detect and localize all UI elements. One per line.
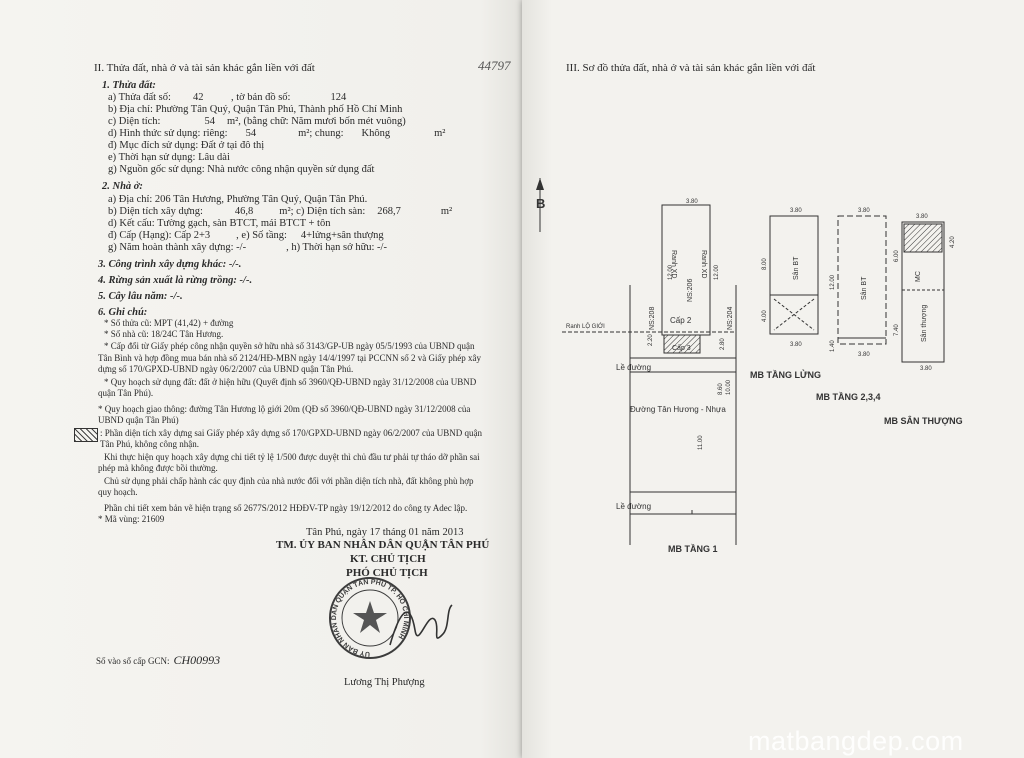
le-duong-top: Lề đường: [616, 363, 651, 372]
le-duong-bottom: Lề đường: [616, 502, 651, 511]
dim-width: 3.80: [686, 199, 698, 205]
note-line: UBND quận Tân Phú): [98, 415, 179, 425]
mb-tang-lung-title: MB TẦNG LỬNG: [750, 369, 821, 380]
house-dd: đ) Cấp (Hạng): Cấp 2+3, e) Số tầng:4+lửn…: [108, 230, 384, 241]
ranh-xd-left: Ranh XD: [670, 250, 677, 278]
mc-label: MC: [915, 271, 922, 282]
ranh-xd-right: Ranh XD: [700, 250, 707, 278]
floor-plan-diagram: B 3.80 Ranh XD Ranh XD 12.00 12.00 NS:20…: [536, 178, 963, 554]
mezz-dim-8: 8.00: [762, 258, 768, 270]
ns204-label: NS:204: [727, 307, 734, 330]
roof-dim-w: 3.80: [916, 214, 928, 220]
roof-dim-6: 6.00: [894, 250, 900, 262]
san-bt-f234: Sân BT: [861, 276, 868, 300]
signature-scribble: [389, 604, 453, 646]
san-thuong-label: Sân thượng: [921, 305, 928, 342]
f234-dim-w2: 3.80: [858, 352, 870, 358]
land-b: b) Địa chỉ: Phường Tân Quý, Quận Tân Phú…: [108, 104, 403, 115]
dim-220: 2.20: [648, 334, 654, 346]
note-line: * Quy hoạch giao thông: đường Tân Hương …: [98, 404, 471, 414]
note-line: quy hoạch.: [98, 487, 138, 497]
land-g: g) Nguồn gốc sử dụng: Nhà nước công nhận…: [108, 164, 375, 175]
note-line: * Số thửa cũ: MPT (41,42) + đường: [104, 318, 234, 328]
land-a: a) Thửa đất số:42, tờ bản đồ số:124: [108, 92, 347, 103]
f234-dim-w: 3.80: [858, 208, 870, 214]
land-e: e) Thời hạn sử dụng: Lâu dài: [108, 152, 230, 163]
authority-kt: KT. CHỦ TỊCH: [350, 553, 426, 565]
note-line: * Cấp đổi từ Giấy phép công nhận quyền s…: [104, 341, 475, 351]
official-seal: ỦY BAN NHÂN DÂN QUẬN TÂN PHÚ TP. HỒ CHÍ …: [329, 577, 411, 659]
date-line: Tân Phú, ngày 17 tháng 01 năm 2013: [306, 527, 464, 538]
house-g: g) Năm hoàn thành xây dựng: -/-, h) Thời…: [108, 242, 387, 253]
corner-handwritten-note: 44797: [478, 58, 511, 73]
note-line: Khi thực hiện quy hoạch xây dựng chi tiế…: [104, 452, 480, 462]
floors-234-outline: [837, 215, 887, 345]
note-line: : Phần diện tích xây dựng sai Giấy phép …: [100, 428, 482, 438]
roof-dim-w2: 3.80: [920, 366, 932, 372]
hatched-area: [663, 334, 701, 354]
san-bt-mezz: Sân BT: [793, 256, 800, 280]
dim-280: 2.80: [720, 338, 726, 350]
note-line: Tân Phú, không công nhận.: [100, 439, 199, 449]
other-works: 3. Công trình xây dựng khác: -/-.: [98, 259, 242, 270]
note-line: * Mã vùng: 21609: [98, 514, 165, 524]
land-dd: đ) Mục đích sử dụng: Đất ở tại đô thị: [108, 140, 265, 151]
land-heading: 1. Thửa đất:: [102, 80, 156, 91]
rooftop-outline: [901, 221, 945, 363]
note-line: quận Tân Phú).: [98, 388, 154, 398]
house-a: a) Địa chỉ: 206 Tân Hương, Phường Tân Qu…: [108, 194, 368, 205]
watermark: matbangdep.com: [748, 726, 964, 756]
road-label: Đường Tân Hương - Nhựa: [630, 405, 726, 414]
mezzanine-outline: [769, 215, 819, 335]
section-title-iii: III. Sơ đồ thửa đất, nhà ở và tài sản kh…: [566, 62, 816, 74]
f234-dim-12: 12.00: [830, 274, 836, 290]
notes-heading: 6. Ghi chú:: [98, 307, 148, 318]
mb-tang-234-title: MB TẦNG 2,3,4: [816, 392, 881, 402]
gcn-entry: Số vào sổ cấp GCN:CH00993: [96, 653, 221, 667]
dim-12m-b: 12.00: [714, 264, 720, 280]
north-arrow-head: [536, 178, 544, 190]
mb-san-thuong-title: MB SÂN THƯỢNG: [884, 415, 963, 426]
note-line: dựng số 170/GPXD-UBND ngày 06/2/2007 của…: [98, 364, 354, 374]
hatch-legend-swatch: [74, 428, 98, 442]
dim-1000: 10.00: [726, 379, 732, 395]
f234-dim-140: 1.40: [830, 340, 836, 352]
authority-vice: PHÓ CHỦ TỊCH: [346, 567, 428, 579]
note-line: * Số nhà cũ: 18/24C Tân Hương.: [104, 329, 224, 339]
note-line: Chủ sử dụng phải chấp hành các quy định …: [104, 476, 474, 486]
roof-dim-740: 7.40: [894, 324, 900, 336]
cap3-label: Cấp 3: [672, 343, 691, 352]
mezz-dim-4: 4.00: [762, 310, 768, 322]
ns206-label: NS:206: [687, 279, 694, 302]
dim-12m: 12.00: [668, 264, 674, 280]
signer-name: Lương Thị Phượng: [344, 677, 425, 688]
section-title-ii: II. Thửa đất, nhà ở và tài sản khác gắn …: [94, 62, 315, 74]
note-line: * Quy hoạch sử dụng đất: đất ở hiện hữu …: [104, 377, 477, 387]
ranh-lo-gioi-label: Ranh LỘ GIỚI: [566, 323, 605, 330]
left-page: 44797 II. Thửa đất, nhà ở và tài sản khá…: [0, 0, 522, 758]
note-line: Phần chi tiết xem bản vẽ hiện trạng số 2…: [104, 503, 468, 513]
authority-line: TM. ỦY BAN NHÂN DÂN QUẬN TÂN PHÚ: [276, 539, 490, 551]
mezz-dim-w: 3.80: [790, 208, 802, 214]
mezz-dim-w2: 3.80: [790, 342, 802, 348]
dim-860: 8.60: [718, 383, 724, 395]
north-label: B: [536, 196, 545, 211]
roof-dim-420: 4.20: [950, 236, 956, 248]
perennial-trees: 5. Cây lâu năm: -/-.: [98, 291, 183, 302]
ns208-label: NS:208: [649, 307, 656, 330]
mb-tang-1-title: MB TẦNG 1: [668, 544, 718, 554]
dim-1100: 11.00: [698, 435, 704, 450]
right-page: III. Sơ đồ thửa đất, nhà ở và tài sản kh…: [522, 0, 1024, 758]
note-line: Tân Bình và hợp đồng mua bán nhà số 2124…: [98, 353, 481, 363]
house-heading: 2. Nhà ở:: [102, 181, 143, 192]
house-d: d) Kết cấu: Tường gạch, sàn BTCT, mái BT…: [108, 218, 331, 229]
note-line: phép mà không được bồi thường.: [98, 463, 218, 473]
planted-forest: 4. Rừng sản xuất là rừng trồng: -/-.: [98, 275, 253, 286]
cap2-label: Cấp 2: [670, 316, 692, 325]
